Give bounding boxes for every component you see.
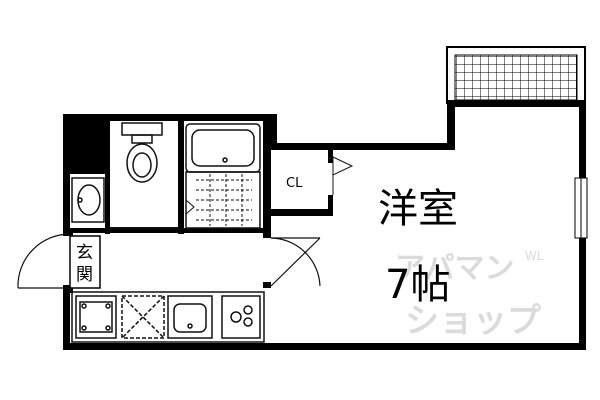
watermark-line1: アパマン [395, 251, 514, 286]
room-name: 洋室 [378, 186, 458, 232]
watermark-line2: ショップ [405, 301, 541, 341]
watermark: アパマン ショップ WL [395, 249, 544, 341]
kitchen-counter [71, 291, 265, 343]
balcony [446, 46, 586, 104]
watermark-side: WL [525, 249, 544, 263]
room-size: 7帖 [385, 262, 450, 308]
closet-door [332, 156, 354, 195]
bathtub [185, 123, 261, 229]
entrance-label-bottom: 関 [76, 265, 93, 285]
doors [17, 227, 321, 289]
entrance-area [69, 235, 101, 289]
closet-label: CL [286, 176, 303, 191]
washbasin [71, 177, 105, 223]
window [574, 177, 588, 239]
entrance-label-top: 玄 [76, 243, 93, 263]
toilet [121, 122, 163, 183]
interior-walls [70, 114, 333, 288]
